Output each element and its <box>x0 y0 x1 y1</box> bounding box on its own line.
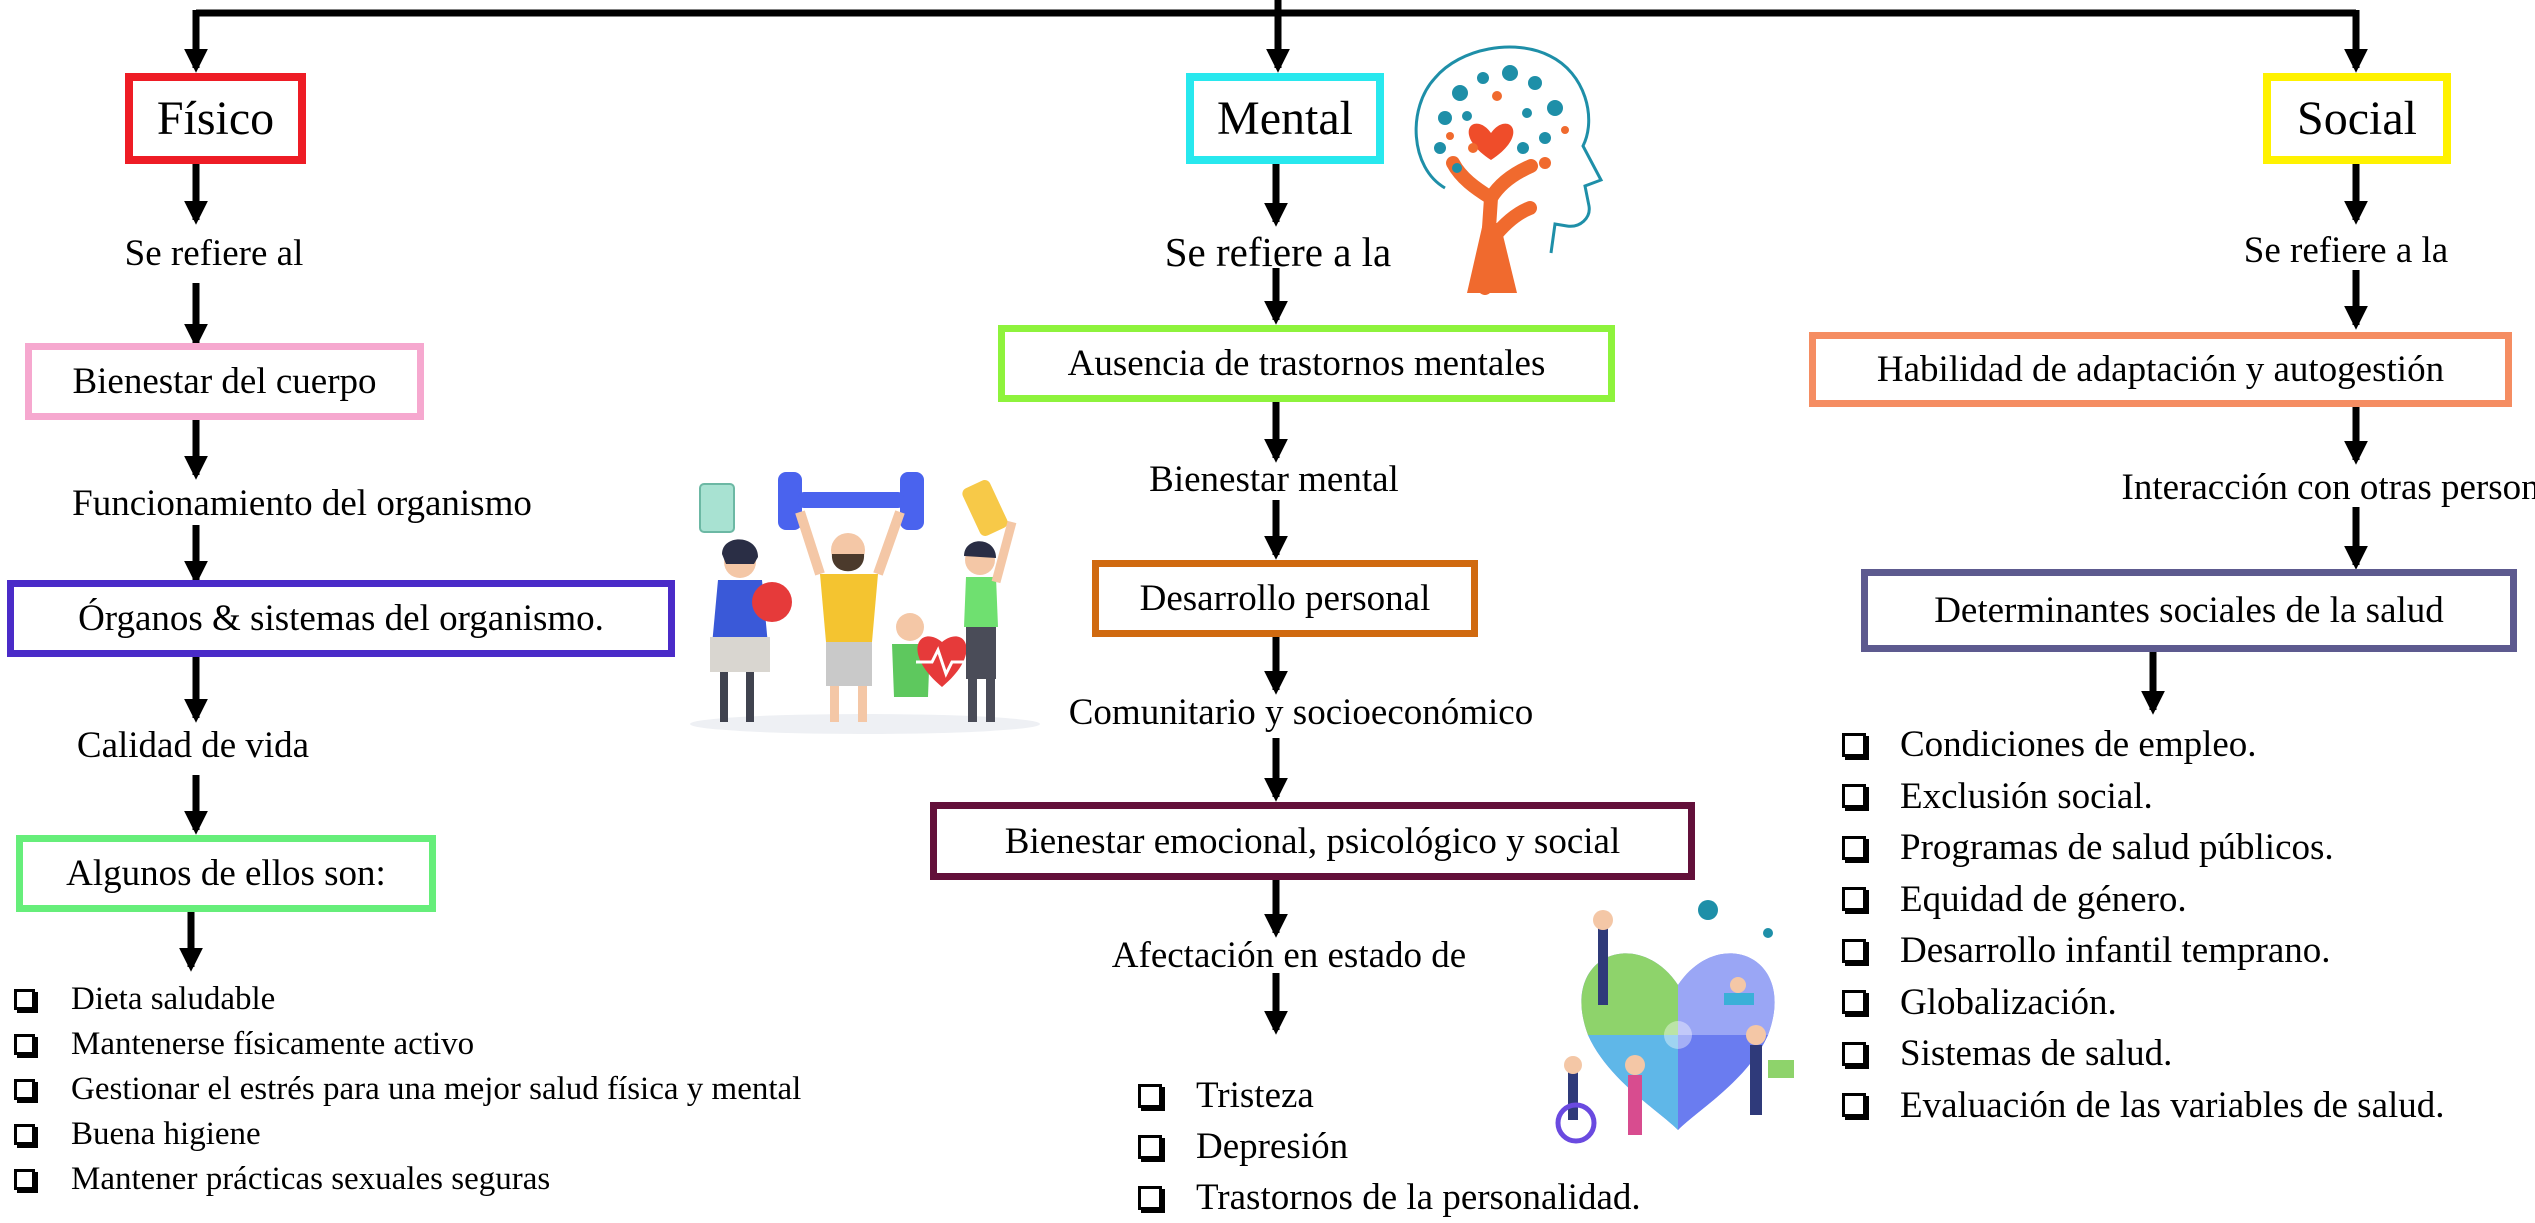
list-item: Tristeza <box>1138 1070 1641 1121</box>
list-item: Desarrollo infantil temprano. <box>1842 925 2445 977</box>
checkbox-bullet-icon <box>14 1079 35 1100</box>
list-item: Trastornos de la personalidad. <box>1138 1172 1641 1223</box>
checkbox-bullet-icon <box>1138 1083 1162 1108</box>
checkbox-bullet-icon <box>1842 887 1866 912</box>
fisico-title-box: Físico <box>125 73 306 164</box>
mental-connector-2: Bienestar mental <box>1149 459 1399 500</box>
social-box-2: Determinantes sociales de la salud <box>1861 569 2517 652</box>
list-item: Gestionar el estrés para una mejor salud… <box>14 1067 801 1112</box>
mental-box-3: Bienestar emocional, psicológico y socia… <box>930 802 1695 880</box>
mental-connector-4: Afectación en estado de <box>1111 935 1467 976</box>
social-list: Condiciones de empleo. Exclusión social.… <box>1842 719 2445 1131</box>
list-item: Evaluación de las variables de salud. <box>1842 1080 2445 1132</box>
checkbox-bullet-icon <box>1842 990 1866 1015</box>
list-item: Sistemas de salud. <box>1842 1028 2445 1080</box>
fisico-box-2: Órganos & sistemas del organismo. <box>7 580 675 657</box>
fisico-connector-1: Se refiere al <box>124 233 304 274</box>
mental-box-2: Desarrollo personal <box>1092 560 1478 637</box>
fisico-connector-2: Funcionamiento del organismo <box>72 483 532 524</box>
checkbox-bullet-icon <box>1138 1134 1162 1159</box>
mental-title: Mental <box>1217 92 1353 145</box>
social-title-box: Social <box>2263 73 2451 164</box>
list-item: Mantenerse físicamente activo <box>14 1022 801 1067</box>
fisico-connector-3: Calidad de vida <box>76 725 310 766</box>
social-box-1: Habilidad de adaptación y autogestión <box>1809 332 2512 407</box>
list-item: Programas de salud públicos. <box>1842 822 2445 874</box>
fisico-box-1: Bienestar del cuerpo <box>25 343 424 420</box>
checkbox-bullet-icon <box>14 1124 35 1145</box>
mental-title-box: Mental <box>1186 73 1384 164</box>
checkbox-bullet-icon <box>14 1169 35 1190</box>
list-item: Buena higiene <box>14 1112 801 1157</box>
list-item: Exclusión social. <box>1842 771 2445 823</box>
mental-connector-1: Se refiere a la <box>1164 229 1392 275</box>
mental-list: Tristeza Depresión Trastornos de la pers… <box>1138 1070 1641 1223</box>
mental-connector-3: Comunitario y socioeconómico <box>1068 692 1534 733</box>
fisico-list: Dieta saludable Mantenerse físicamente a… <box>14 977 801 1202</box>
checkbox-bullet-icon <box>1842 732 1866 757</box>
social-connector-1: Se refiere a la <box>2243 230 2449 271</box>
social-title: Social <box>2297 92 2417 145</box>
fisico-box-3: Algunos de ellos son: <box>16 835 436 912</box>
list-item: Dieta saludable <box>14 977 801 1022</box>
list-item: Condiciones de empleo. <box>1842 719 2445 771</box>
checkbox-bullet-icon <box>14 989 35 1010</box>
mental-box-1: Ausencia de trastornos mentales <box>998 325 1615 402</box>
list-item: Globalización. <box>1842 977 2445 1029</box>
list-item: Equidad de género. <box>1842 874 2445 926</box>
checkbox-bullet-icon <box>1842 1093 1866 1118</box>
checkbox-bullet-icon <box>1842 835 1866 860</box>
social-connector-2: Interacción con otras personas <box>2121 467 2535 508</box>
brain-tree-icon <box>1414 45 1604 295</box>
checkbox-bullet-icon <box>1842 938 1866 963</box>
fitness-people-icon <box>690 472 1040 734</box>
checkbox-bullet-icon <box>1138 1185 1162 1210</box>
checkbox-bullet-icon <box>14 1034 35 1055</box>
checkbox-bullet-icon <box>1842 784 1866 809</box>
fisico-title: Físico <box>156 92 275 145</box>
heart-puzzle-people-icon <box>1555 900 1794 1144</box>
list-item: Mantener prácticas sexuales seguras <box>14 1157 801 1202</box>
list-item: Depresión <box>1138 1121 1641 1172</box>
checkbox-bullet-icon <box>1842 1041 1866 1066</box>
